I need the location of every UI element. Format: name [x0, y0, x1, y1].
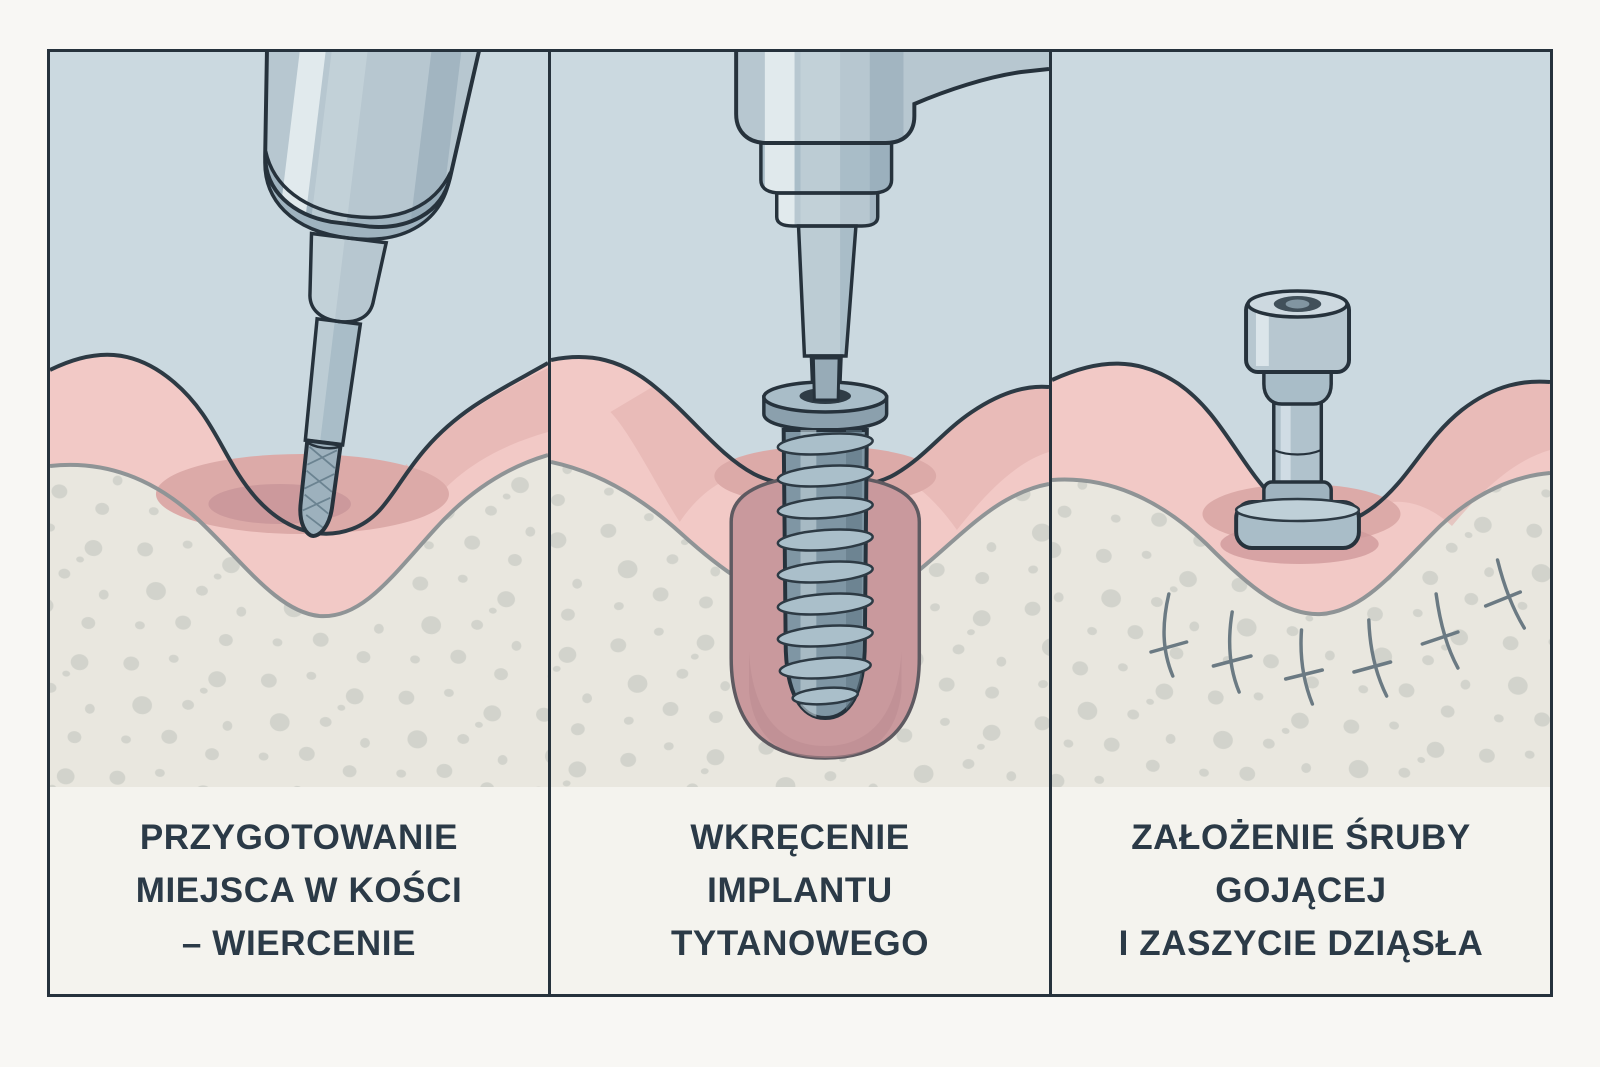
step-3-label-area: ZAŁOŻENIE ŚRUBY GOJĄCEJ I ZASZYCIE DZIĄS…	[1052, 787, 1550, 994]
drill-handpiece	[242, 52, 487, 538]
gum-shading	[610, 386, 754, 522]
caption-line: – WIERCENIE	[181, 924, 417, 963]
base-top-face	[1234, 497, 1361, 523]
cap-hole-center	[1285, 299, 1310, 309]
panel-step-3: ZAŁOŻENIE ŚRUBY GOJĄCEJ I ZASZYCIE DZIĄS…	[1049, 52, 1550, 994]
rod-in-collar	[811, 356, 841, 402]
step-1-label-area: PRZYGOTOWANIE MIEJSCA W KOŚCI – WIERCENI…	[50, 787, 548, 994]
implant-illustration	[551, 52, 1049, 787]
caption-line: WKRĘCENIE	[690, 818, 910, 857]
burr-texture	[302, 446, 338, 529]
caption-line: MIEJSCA W KOŚCI	[135, 871, 463, 910]
caption-line: ZAŁOŻENIE ŚRUBY	[1131, 818, 1471, 857]
caption-line: GOJĄCEJ	[1215, 871, 1387, 910]
caption-line: IMPLANTU	[707, 871, 893, 910]
gum-outline	[50, 352, 548, 536]
gum-shading	[895, 387, 1049, 530]
caption-line: PRZYGOTOWANIE	[139, 818, 459, 857]
panel-step-2: WKRĘCENIE IMPLANTU TYTANOWEGO	[548, 52, 1049, 994]
infographic-frame: PRZYGOTOWANIE MIEJSCA W KOŚCI – WIERCENI…	[47, 49, 1553, 997]
implant-threads	[776, 432, 874, 706]
caption-line: TYTANOWEGO	[670, 924, 930, 963]
step-3-caption: ZAŁOŻENIE ŚRUBY GOJĄCEJ I ZASZYCIE DZIĄS…	[1119, 811, 1484, 970]
titanium-implant	[762, 356, 889, 721]
step-2-label-area: WKRĘCENIE IMPLANTU TYTANOWEGO	[551, 787, 1049, 994]
drill-bit	[298, 438, 344, 538]
gum-shading	[329, 368, 548, 530]
step-1-caption: PRZYGOTOWANIE MIEJSCA W KOŚCI – WIERCENI…	[136, 811, 463, 970]
suture-stitches	[1149, 558, 1526, 706]
bone-tissue	[50, 455, 548, 787]
caption-line: I ZASZYCIE DZIĄSŁA	[1118, 924, 1484, 963]
drilling-illustration	[50, 52, 548, 787]
bone-outline	[50, 453, 548, 619]
step-2-caption: WKRĘCENIE IMPLANTU TYTANOWEGO	[671, 811, 929, 970]
healing-abutment	[1220, 289, 1379, 564]
panel-step-1: PRZYGOTOWANIE MIEJSCA W KOŚCI – WIERCENI…	[50, 52, 548, 994]
gum-tissue	[50, 354, 548, 617]
screw-step	[1262, 370, 1333, 406]
bone-outline	[1052, 471, 1550, 617]
healing-screw-illustration	[1052, 52, 1550, 787]
gum-shading	[1374, 381, 1550, 526]
